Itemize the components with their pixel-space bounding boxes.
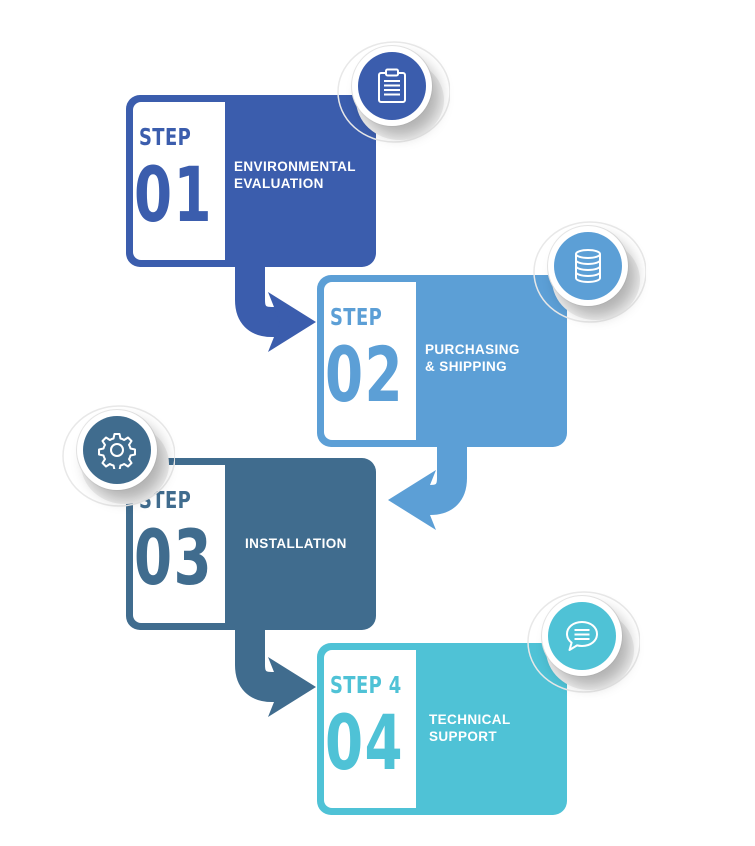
step-2-label: STEP [330,305,383,331]
step-4-number: 04 [325,698,405,787]
badge-disc [83,416,151,484]
step-card-2: STEP 02 PURCHASING & SHIPPING [317,275,567,447]
step-2-title: PURCHASING & SHIPPING [425,342,520,374]
badge-disc [358,52,426,120]
connector-3-4-arrowhead [268,657,316,717]
step-4-number-panel [324,650,416,808]
gear-icon [98,433,136,469]
step-3-number: 03 [134,513,214,602]
step-card-1: STEP 01 ENVIRONMENTAL EVALUATION [126,95,376,267]
connector-1-2 [235,260,292,337]
step-1-title: ENVIRONMENTAL EVALUATION [234,159,356,191]
step-3-title: INSTALLATION [245,536,347,551]
step-card-3: STEP 03 INSTALLATION [126,458,376,630]
step-2-number-panel [324,282,416,440]
badge-disc [554,232,622,300]
step-2-number: 02 [325,330,405,419]
connector-3-4 [235,625,292,702]
clipboard-icon [378,68,406,103]
database-icon [575,249,601,283]
step-4-badge [520,580,640,700]
connector-1-2-arrowhead [268,292,316,352]
step-2-badge [526,210,646,330]
connector-2-3 [412,440,467,515]
step-1-label: STEP [139,125,192,151]
step-4-label: STEP 4 [330,673,402,699]
step-card-4: STEP 4 04 TECHNICAL SUPPORT [317,643,567,815]
step-3-badge [55,394,175,514]
badge-disc [548,602,616,670]
chat-icon [566,621,598,651]
step-1-number-panel [133,102,225,260]
step-1-number: 01 [134,150,214,239]
step-1-badge [330,30,450,150]
step-4-title: TECHNICAL SUPPORT [429,712,511,744]
connector-2-3-arrowhead [388,470,436,530]
